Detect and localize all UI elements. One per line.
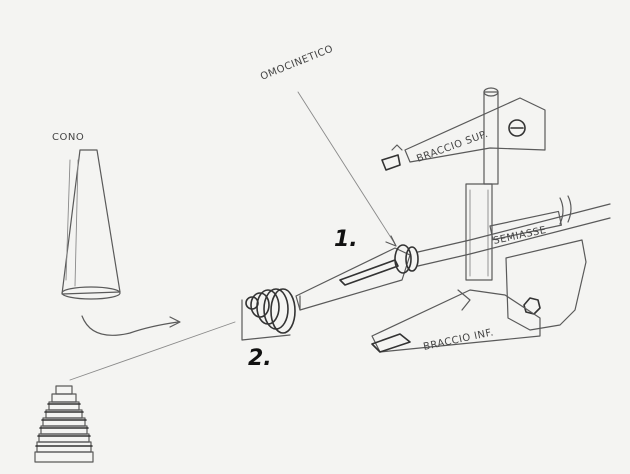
half-shaft [469, 195, 611, 255]
label-omocinetico: OMOCINETICO [259, 44, 335, 83]
boot-bottom [34, 385, 94, 463]
shock-absorber [465, 87, 499, 281]
upper-arm [381, 97, 546, 171]
lower-arm [371, 289, 541, 353]
step-number-2: 2. [248, 346, 272, 371]
arrow-boot-to-boot [69, 321, 236, 381]
cv-joint-boot [295, 239, 471, 311]
label-cono: CONO [52, 132, 84, 143]
boot-2 [241, 288, 296, 341]
hub-carrier [505, 239, 587, 331]
arrow-cone-to-boot [81, 315, 181, 336]
label-braccio-inf: BRACCIO INF. [422, 327, 495, 353]
label-braccio-sup: BRACCIO SUP. [415, 129, 490, 165]
cone-tool [61, 149, 121, 300]
step-number-1: 1. [334, 227, 358, 252]
leader-omocinetico [297, 91, 396, 245]
label-semiasse: SEMIASSE [492, 225, 547, 247]
